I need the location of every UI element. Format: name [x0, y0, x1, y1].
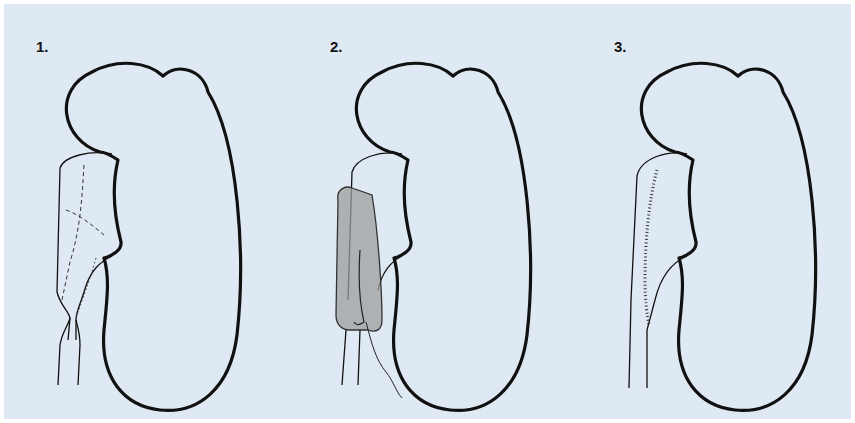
incision-line	[62, 165, 104, 300]
panel-number: 3.	[614, 38, 627, 55]
incision-line	[76, 258, 96, 318]
ureter	[342, 330, 360, 385]
pelvic-flap	[336, 187, 382, 331]
kidney-outline	[356, 63, 530, 410]
kidney-2	[336, 63, 530, 410]
suture-line	[645, 170, 657, 325]
suture-line	[354, 250, 364, 325]
kidney-outline	[66, 63, 240, 410]
kidney-outline	[641, 63, 815, 410]
kidney-3	[629, 63, 815, 410]
suture-thread	[366, 322, 402, 398]
dilated-pelvis	[57, 153, 112, 340]
repaired-pelvis	[629, 153, 687, 388]
panel-number: 1.	[36, 38, 49, 55]
kidney-1	[57, 63, 240, 410]
panel-number: 2.	[330, 38, 343, 55]
ureter	[58, 318, 80, 385]
